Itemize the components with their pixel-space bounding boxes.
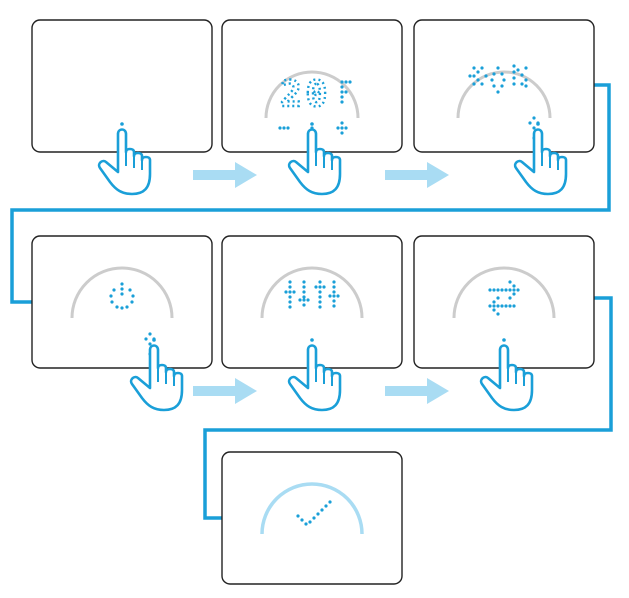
display-arc [70,266,174,319]
thermostat-screen-5 [221,235,403,369]
degree-symbol-icon [340,80,352,104]
flow-connector [10,83,613,520]
display-arc [456,70,552,119]
step-arrow [385,378,449,404]
thermostat-screen-6 [413,235,595,369]
thermostat-screen-7 [221,451,403,585]
display-arc [264,70,360,119]
thermostat-screen-2: 20 [221,19,403,153]
minus-icon [278,126,290,130]
step-arrow [193,378,257,404]
display-arc [260,266,364,319]
display-arc [452,266,556,319]
thermostat-screen-3 [413,19,595,153]
step-arrow [193,162,257,188]
temperature-readout: 20 [280,74,331,115]
sliders-icon [284,280,340,309]
power-icon [109,282,135,310]
thermostat-screen-4 [31,235,213,369]
step-arrows [193,162,449,404]
connector-row1-to-row2 [10,83,611,304]
plus-icon [336,121,348,135]
display-arc-complete [260,482,364,535]
settings-symbols-icon [468,64,528,94]
step-arrow [385,162,449,188]
thermostat-screens: 20 [31,19,595,585]
checkmark-icon [296,500,332,526]
connector-row2-to-row3 [203,296,613,520]
swap-arrows-icon [488,280,520,316]
